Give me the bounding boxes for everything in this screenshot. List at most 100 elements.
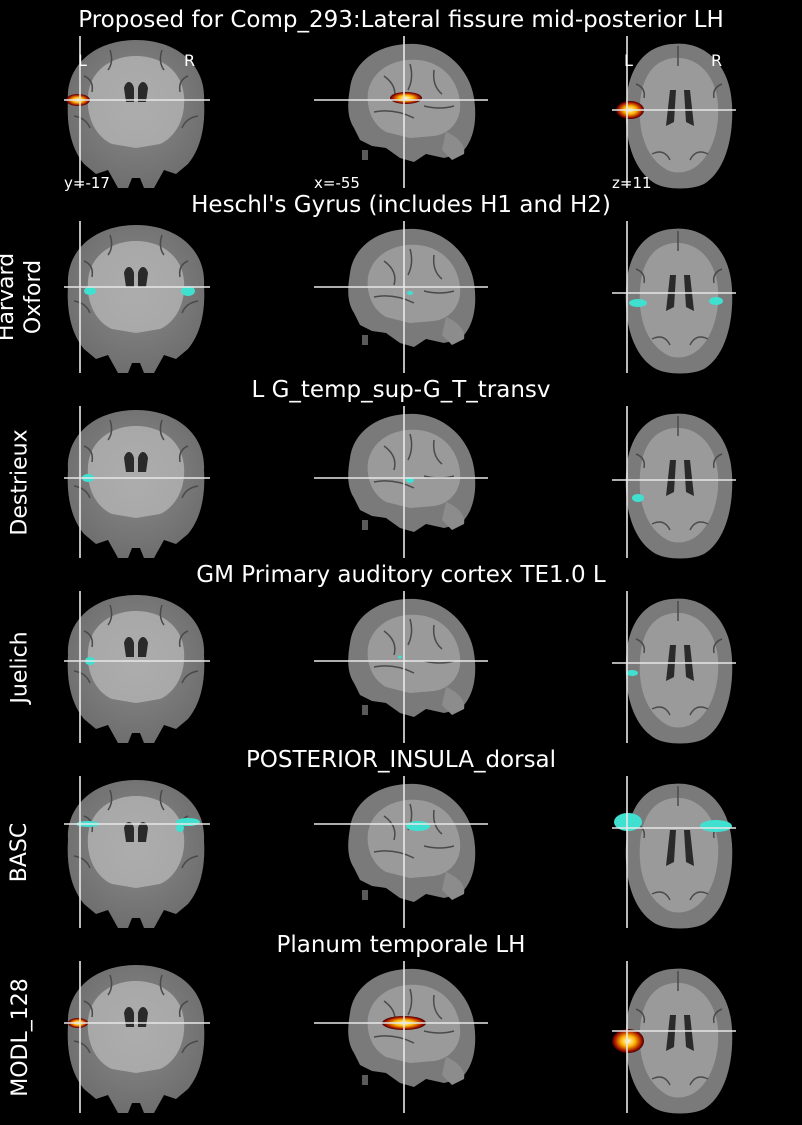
sulcus: [73, 115, 91, 129]
sulcus: [73, 670, 91, 684]
sulcus: [383, 815, 396, 841]
sagittal-white-matter: [367, 244, 461, 323]
left-ventricle: [124, 822, 134, 842]
sulcus: [432, 439, 443, 465]
sagittal-slice: [314, 776, 488, 928]
sulcus: [178, 75, 189, 93]
axial-white-matter: [639, 242, 719, 358]
sulcus: [651, 891, 671, 901]
sagittal-slice: [314, 221, 488, 373]
atlas-label: Destrieux: [0, 406, 40, 558]
coronal-slice: [64, 591, 210, 743]
sulcus: [107, 419, 113, 441]
axial-right-ventricle: [684, 830, 694, 866]
activation-blob-cyan: [614, 813, 642, 831]
axial-left-ventricle: [666, 90, 676, 126]
sulcus: [407, 618, 413, 646]
sulcus: [423, 290, 455, 294]
sulcus: [432, 254, 443, 280]
sulcus: [423, 1030, 455, 1034]
axial-slice: [612, 36, 736, 189]
activation-blob-cyan: [398, 655, 402, 659]
left-ventricle: [124, 1007, 134, 1027]
neck-fragment: [362, 705, 368, 715]
sulcus: [107, 789, 113, 811]
sulcus: [373, 665, 415, 674]
axial-slice: [612, 221, 736, 374]
axial-right-ventricle: [684, 90, 694, 126]
coronal-white-matter: [87, 426, 185, 518]
sulcus: [712, 268, 723, 284]
activation-blob-cyan: [626, 670, 638, 676]
sulcus: [635, 83, 646, 99]
left-ventricle: [124, 452, 134, 472]
activation-blob-cyan: [406, 821, 430, 831]
activation-blob-cyan: [176, 824, 184, 832]
sulcus: [383, 445, 396, 471]
right-ventricle: [138, 82, 148, 102]
sagittal-slice: [314, 36, 488, 188]
sulcus: [178, 260, 189, 278]
sulcus: [83, 260, 94, 278]
axial-right-ventricle: [684, 460, 694, 496]
orientation-label-left: L: [624, 51, 633, 70]
coronal-slice: [64, 221, 210, 373]
left-ventricle: [124, 267, 134, 287]
sulcus: [635, 1008, 646, 1024]
sulcus: [181, 855, 199, 869]
right-ventricle: [138, 822, 148, 842]
sulcus: [712, 1008, 723, 1024]
sulcus: [73, 855, 91, 869]
sulcus: [373, 1035, 415, 1044]
sagittal-slice: [314, 591, 488, 743]
coronal-white-matter: [87, 611, 185, 703]
sulcus: [423, 105, 455, 109]
activation-blob-cyan: [629, 299, 647, 307]
sulcus: [83, 630, 94, 648]
sulcus: [83, 75, 94, 93]
sulcus: [407, 63, 413, 91]
cerebellum: [442, 872, 465, 900]
coordinate-label-coronal: y=-17: [64, 174, 110, 192]
activation-blob-cyan: [632, 494, 644, 502]
sulcus: [635, 453, 646, 469]
sulcus: [407, 433, 413, 461]
sagittal-white-matter: [367, 429, 461, 508]
sulcus: [712, 83, 723, 99]
sulcus: [159, 419, 165, 441]
axial-slice: [612, 591, 736, 744]
neck-fragment: [362, 1075, 368, 1085]
sulcus: [651, 706, 671, 716]
sulcus: [651, 1076, 671, 1086]
left-ventricle: [124, 82, 134, 102]
sulcus: [383, 260, 396, 286]
activation-blob-cyan: [84, 287, 96, 295]
sulcus: [181, 485, 199, 499]
sulcus: [689, 521, 709, 531]
axial-slice: [612, 961, 736, 1114]
cerebellum: [442, 1057, 465, 1085]
sulcus: [178, 630, 189, 648]
activation-blob-heat: [612, 1029, 644, 1053]
row-region-title: L G_temp_sup-G_T_transv: [251, 377, 551, 403]
atlas-name: MODL_128: [7, 977, 33, 1097]
sulcus: [373, 850, 415, 859]
left-ventricle: [124, 637, 134, 657]
coronal-white-matter: [87, 981, 185, 1073]
sulcus: [407, 988, 413, 1016]
atlas-label: Juelich: [0, 591, 40, 743]
sulcus: [689, 1076, 709, 1086]
coordinate-label-axial: z=11: [612, 174, 652, 192]
axial-white-matter: [639, 57, 719, 173]
sulcus: [178, 1000, 189, 1018]
sagittal-white-matter: [367, 799, 461, 878]
sulcus: [107, 974, 113, 996]
sulcus: [373, 295, 415, 304]
atlas-name: Destrieux: [7, 428, 33, 536]
coronal-white-matter: [87, 56, 185, 148]
sulcus: [712, 638, 723, 654]
axial-left-ventricle: [666, 1015, 676, 1051]
axial-slice: [612, 406, 736, 559]
